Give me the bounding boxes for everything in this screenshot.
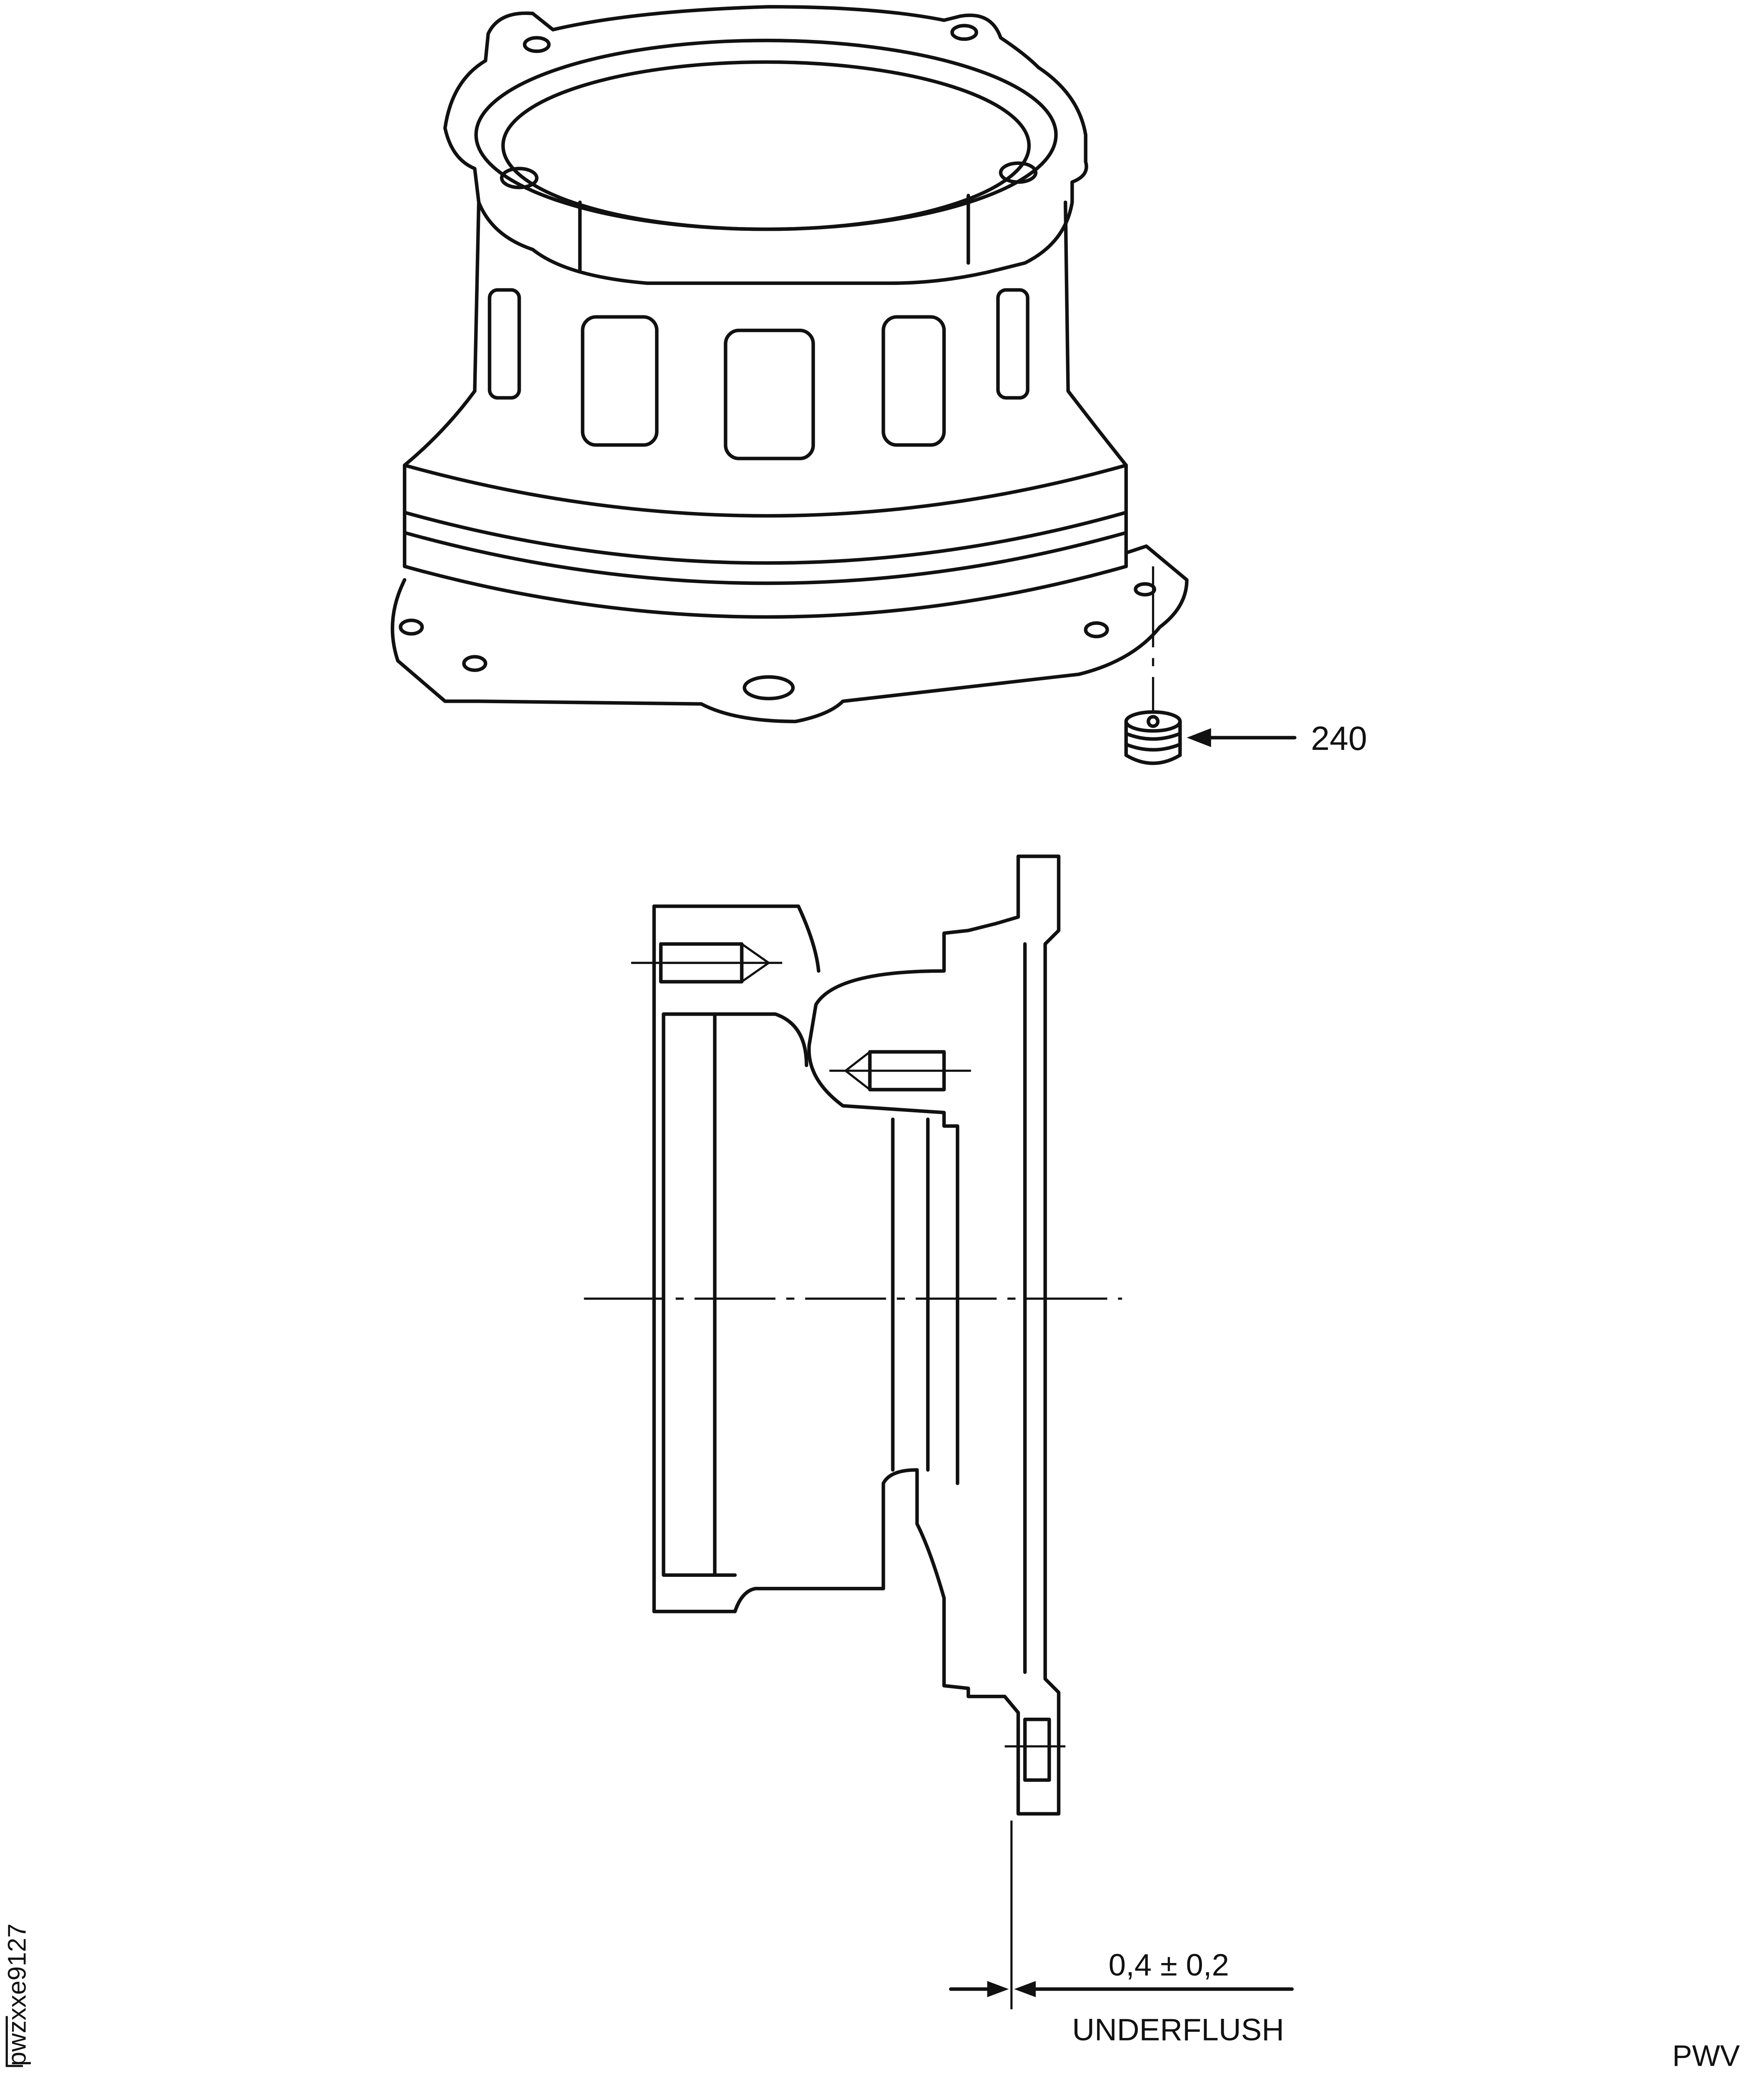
dimension-note: UNDERFLUSH — [1072, 2013, 1284, 2047]
callout-240-label: 240 — [1311, 720, 1367, 757]
housing-isometric-view — [390, 5, 1189, 724]
underflush-dimension — [949, 1820, 1294, 2010]
figure-id-bracket — [5, 2016, 23, 2067]
dimension-value: 0,4 ± 0,2 — [1109, 1948, 1229, 1982]
housing-section-view — [584, 854, 1122, 1816]
insert-bush-240 — [1124, 566, 1297, 765]
corner-label: PWV — [1672, 2040, 1740, 2073]
